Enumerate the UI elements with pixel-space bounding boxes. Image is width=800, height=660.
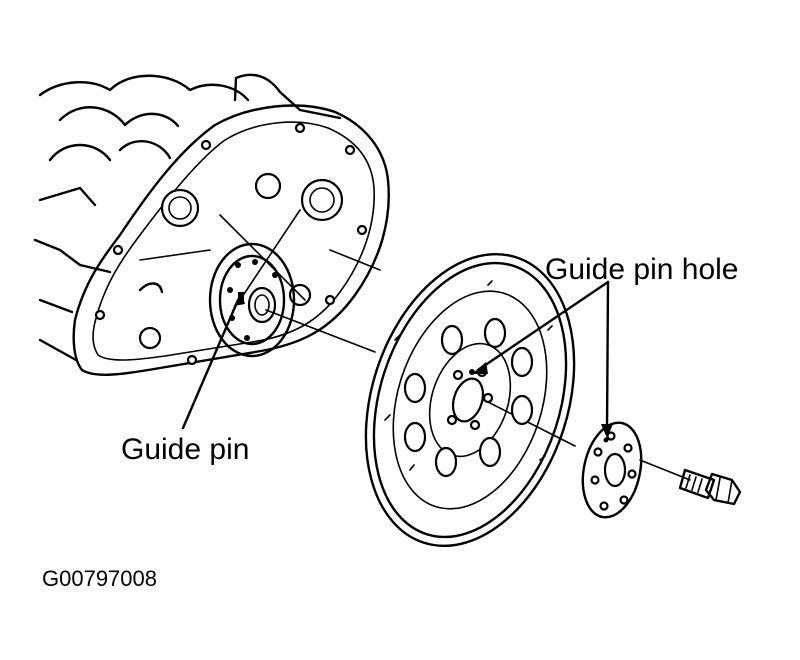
crankshaft-flange	[208, 242, 296, 358]
figure-id-label: G00797008	[42, 566, 157, 591]
leader-lines	[181, 280, 613, 438]
guide-pin-label: Guide pin	[121, 433, 250, 466]
flywheel-bolt	[678, 468, 742, 506]
spacer-plate	[581, 421, 643, 519]
center-axis-line	[265, 309, 376, 353]
flywheel	[364, 252, 576, 548]
engine-block	[33, 73, 342, 362]
engine-rear-plate	[72, 104, 390, 376]
guide-pin-hole-label: Guide pin hole	[545, 253, 739, 286]
